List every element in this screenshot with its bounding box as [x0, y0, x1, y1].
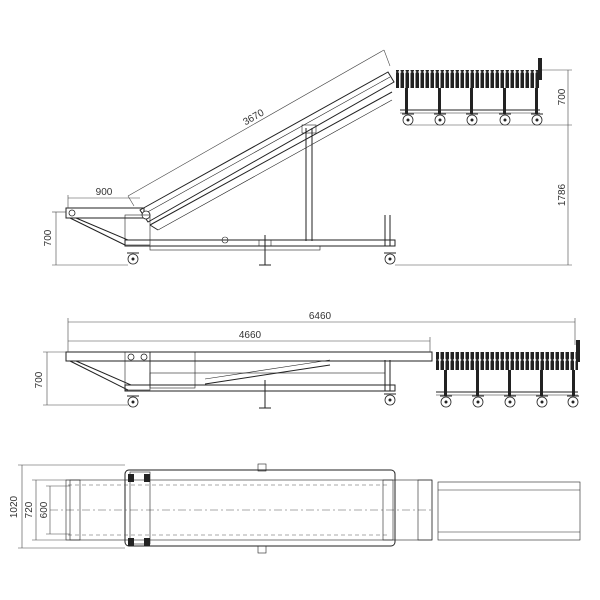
base-frame: [124, 239, 396, 247]
belt-boom: [65, 351, 433, 362]
frame-outline: [124, 469, 396, 547]
side-view-inclined: 3670 900 700 700 1786: [43, 49, 572, 266]
flexible-roller-conveyor: [436, 352, 578, 370]
wheel-icon: [383, 252, 397, 265]
side-view-flat: 6460 4660 700: [34, 311, 580, 409]
lower-bed: [65, 207, 145, 219]
dim-lift-height: 1786: [557, 183, 568, 206]
plan-view: 1020 720 600: [9, 463, 581, 554]
dim-flat-height: 700: [34, 371, 45, 388]
dim-frame-width: 720: [24, 501, 35, 518]
dim-overall-length: 6460: [309, 311, 332, 322]
dim-roller-height: 700: [557, 88, 568, 105]
dim-overall-width: 1020: [9, 495, 20, 518]
wheel-icon: [126, 252, 140, 265]
dim-slope-length: 3670: [241, 107, 266, 128]
dim-belt-width: 600: [39, 501, 50, 518]
dim-belt-section-length: 4660: [239, 330, 262, 341]
flexible-roller-plan: [437, 481, 581, 541]
dim-lower-bed-length: 900: [96, 187, 113, 198]
flexible-roller-conveyor: [396, 70, 539, 88]
dim-lower-height: 700: [43, 229, 54, 246]
inclined-boom: [139, 71, 395, 223]
